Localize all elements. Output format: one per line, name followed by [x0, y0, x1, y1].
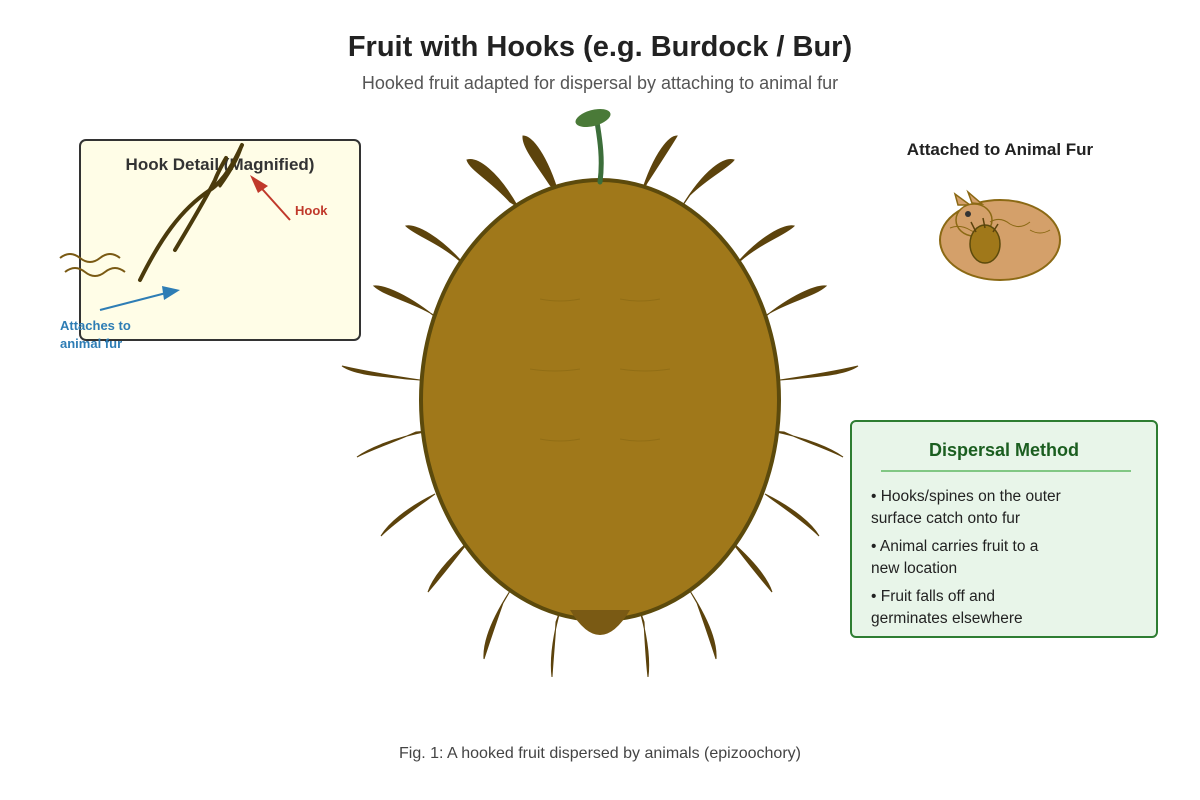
spine — [770, 430, 844, 458]
animal-illustration — [939, 189, 1061, 281]
hook-pointer — [250, 175, 291, 221]
fruit-base — [570, 610, 630, 635]
dispersal-method-box: Dispersal Method • Hooks/spines on the o… — [850, 420, 1158, 638]
spine — [372, 285, 440, 321]
fruit-texture — [529, 298, 671, 442]
fur-label-line2: animal fur — [60, 336, 122, 351]
spine — [380, 493, 436, 537]
spine — [779, 365, 859, 381]
fur-strands — [59, 253, 126, 277]
dispersal-point: • Fruit falls off and germinates elsewhe… — [871, 586, 1146, 630]
page-title: Fruit with Hooks (e.g. Burdock / Bur) — [347, 31, 853, 63]
spine — [341, 365, 421, 381]
spine — [522, 135, 560, 196]
figure-caption: Fig. 1: A hooked fruit dispersed by anim… — [399, 745, 801, 762]
spine — [760, 285, 828, 321]
dispersal-point-line: • Fruit falls off and — [871, 588, 996, 605]
spine — [483, 590, 511, 660]
spine — [550, 610, 561, 678]
fruit-spines — [341, 135, 859, 678]
attached-title: Attached to Animal Fur — [907, 140, 1094, 159]
dispersal-point-line: • Animal carries fruit to a — [871, 538, 1039, 555]
attached-bur — [969, 224, 1001, 264]
animal-eye — [965, 211, 971, 217]
dispersal-point: • Animal carries fruit to a new location — [871, 536, 1146, 580]
spine — [427, 540, 470, 593]
hook-detail-box — [79, 139, 361, 341]
dispersal-point: • Hooks/spines on the outer surface catc… — [871, 486, 1146, 530]
magnified-hook — [138, 143, 244, 282]
dispersal-point-line: surface catch onto fur — [871, 510, 1021, 527]
fruit-body — [419, 178, 781, 622]
animal-ear — [953, 192, 973, 206]
spine — [730, 225, 795, 271]
fur-label-line1: Attaches to — [60, 318, 131, 333]
dispersal-point-line: • Hooks/spines on the outer — [871, 488, 1061, 505]
hook-label: Hook — [295, 203, 328, 218]
spine — [639, 610, 650, 678]
hook-detail-title: Hook Detail (Magnified) — [126, 155, 315, 174]
page-subtitle: Hooked fruit adapted for dispersal by at… — [361, 73, 839, 93]
dispersal-method-title: Dispersal Method — [928, 440, 1080, 460]
spine — [356, 430, 430, 458]
spine — [640, 135, 678, 195]
attached-bur-hooks — [970, 217, 999, 233]
stem-leaf — [575, 108, 611, 128]
dispersal-point-line: new location — [871, 560, 958, 577]
spine — [730, 540, 773, 593]
dispersal-point-line: germinates elsewhere — [871, 610, 1023, 627]
fruit-stem — [594, 119, 604, 185]
dispersal-divider — [881, 470, 1131, 472]
spine — [764, 493, 820, 537]
animal-ear — [966, 189, 985, 205]
spine — [405, 225, 470, 271]
dispersal-points: • Hooks/spines on the outer surface catc… — [871, 486, 1146, 636]
spine — [689, 590, 717, 660]
spine — [466, 159, 519, 208]
fur-pointer — [99, 286, 180, 311]
spine — [680, 159, 735, 209]
